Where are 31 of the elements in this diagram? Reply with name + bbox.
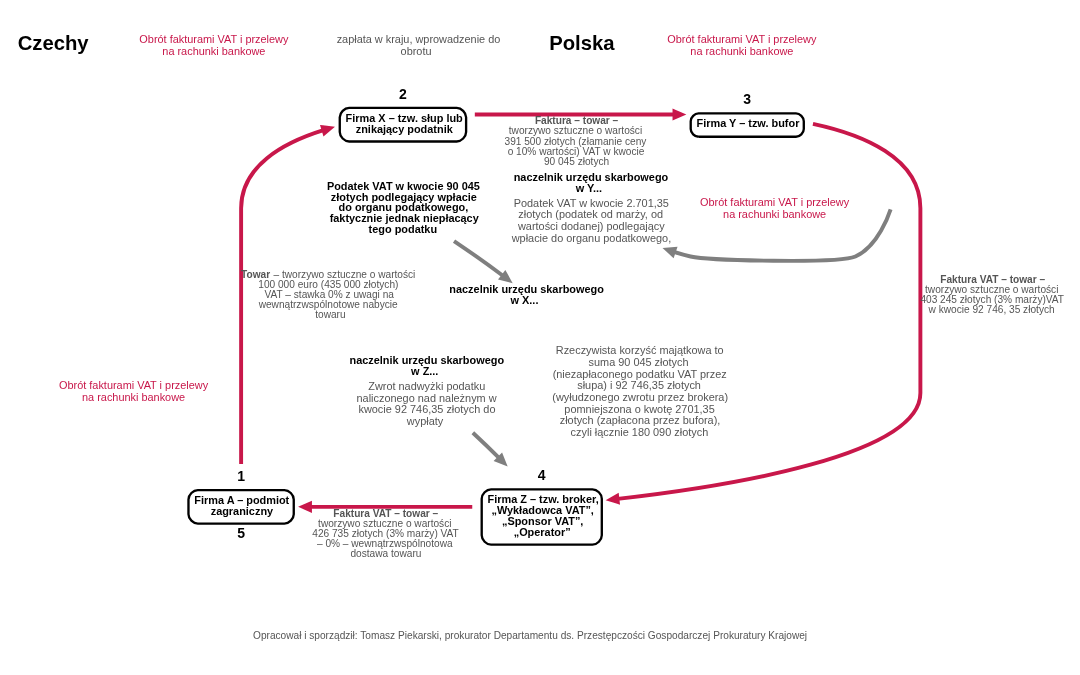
node-box: Firma A – podmiot zagraniczny bbox=[187, 488, 295, 525]
arrow bbox=[471, 430, 508, 466]
node-label: 5 bbox=[237, 524, 246, 541]
node-text: naczelnik urzędu skarbowego w Y... Podatek VAT w kwocie 2.701,35 złotych (podatek od marży, od wartości dodanej) podlegający wpłacie do organu podatkowego, bbox=[511, 170, 672, 244]
label: Rzeczywista korzyść majątkowa to suma 90 045 złotych (niezapłaconego podatku VAT przez słupa) i 92 746,35 złotych (wyłudzonego zwrotu przez brokera) pomniejszona o kwotę 2701,35 złotych (zapłacona przez bufora), czyli łącznie 180 090 złotych bbox=[552, 343, 729, 438]
node-text: naczelnik urzędu skarbowego w Z... Zwrot nadwyżki podatku naliczonego nad należnym w kwocie 92 746,35 złotych do wypłaty bbox=[349, 353, 505, 427]
node-text: Podatek VAT w kwocie 90 045 złotych podlegający wpłacie do organu podatkowego, faktycznie jednak niepłacący tego podatku bbox=[326, 179, 480, 235]
label: Obrót fakturami VAT i przelewy na rachunki bankowe bbox=[139, 32, 289, 57]
label: Czechy bbox=[17, 31, 89, 54]
arrow bbox=[452, 238, 513, 283]
edge-label: Faktura – towar – tworzywo sztuczne o wartości 391 500 złotych (złamanie ceny o 10% wartości) VAT w kwocie 90 045 złotych bbox=[504, 114, 647, 167]
label: Obrót fakturami VAT i przelewy na rachunki bankowe bbox=[667, 32, 817, 57]
arrow bbox=[474, 108, 687, 121]
arrow bbox=[239, 124, 335, 464]
node-box: Firma X – tzw. słup lub znikający podatnik bbox=[338, 106, 468, 143]
label: zapłata w kraju, wprowadzenie do obrotu bbox=[336, 32, 501, 57]
label: Polska bbox=[549, 31, 615, 54]
node-label: 1 bbox=[237, 467, 246, 484]
node-box: Firma Z – tzw. broker, „Wykładowca VAT”, „Sponsor VAT”, „Operator” bbox=[480, 487, 603, 546]
node-label: 2 bbox=[399, 85, 407, 101]
edge-label: Faktura VAT – towar – tworzywo sztuczne o wartości 426 735 złotych (3% marży) VAT – 0% – wewnątrzwspólnotowa dostawa towaru bbox=[312, 507, 459, 559]
node-label: 3 bbox=[743, 90, 752, 107]
label: Obrót fakturami VAT i przelewy na rachunki bankowe bbox=[700, 195, 850, 220]
arrow bbox=[662, 208, 893, 263]
arrow bbox=[298, 500, 473, 513]
arrow bbox=[605, 121, 923, 505]
caption: Opracował i sporządził: Tomasz Piekarski, prokurator Departamentu ds. Przestępczości Gospodarczej Prokuratury Krajowej bbox=[253, 629, 808, 641]
node-box: Firma Y – tzw. bufor bbox=[689, 111, 805, 138]
node-label: 4 bbox=[537, 466, 546, 483]
label: Obrót fakturami VAT i przelewy na rachunki bankowe bbox=[59, 378, 209, 403]
node-text: naczelnik urzędu skarbowego w X... bbox=[449, 282, 604, 306]
